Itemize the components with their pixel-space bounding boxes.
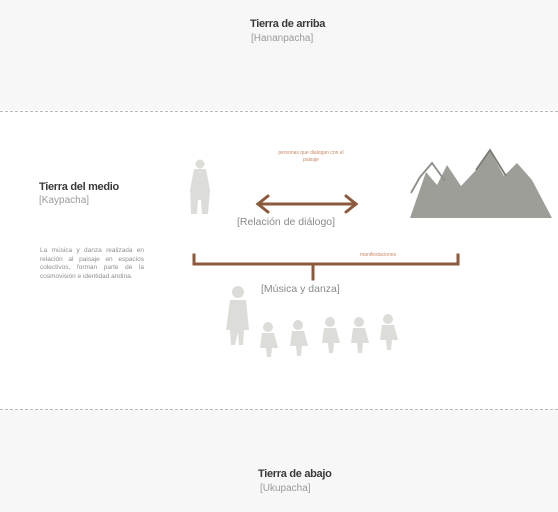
upper-divider <box>0 111 558 112</box>
standing-person-icon <box>190 159 210 214</box>
bracket-note: manifestaciones <box>360 252 397 258</box>
lower-world-subtitle: [Ukupacha] <box>260 483 311 494</box>
dialogue-note: personas que dialogan con el paisaje <box>278 150 344 163</box>
upper-world-title: Tierra de arriba <box>250 18 326 30</box>
middle-world-description: La música y danza realizada en relación … <box>40 247 144 280</box>
middle-world-title: Tierra del medio <box>39 181 119 193</box>
upper-world-band <box>0 0 558 110</box>
dialogue-label: [Relación de diálogo] <box>237 216 336 228</box>
upper-world-subtitle: [Hananpacha] <box>251 33 314 44</box>
dancers-icon <box>226 286 398 357</box>
music-dance-label: [Música y danza] <box>261 283 340 295</box>
double-arrow-icon <box>255 194 359 214</box>
middle-world-band <box>0 112 558 408</box>
middle-world-subtitle: [Kaypacha] <box>39 195 90 206</box>
bracket-icon <box>192 253 460 281</box>
lower-world-title: Tierra de abajo <box>258 468 332 480</box>
lower-divider <box>0 409 558 410</box>
lower-world-band <box>0 410 558 512</box>
mountains-icon <box>410 148 552 218</box>
